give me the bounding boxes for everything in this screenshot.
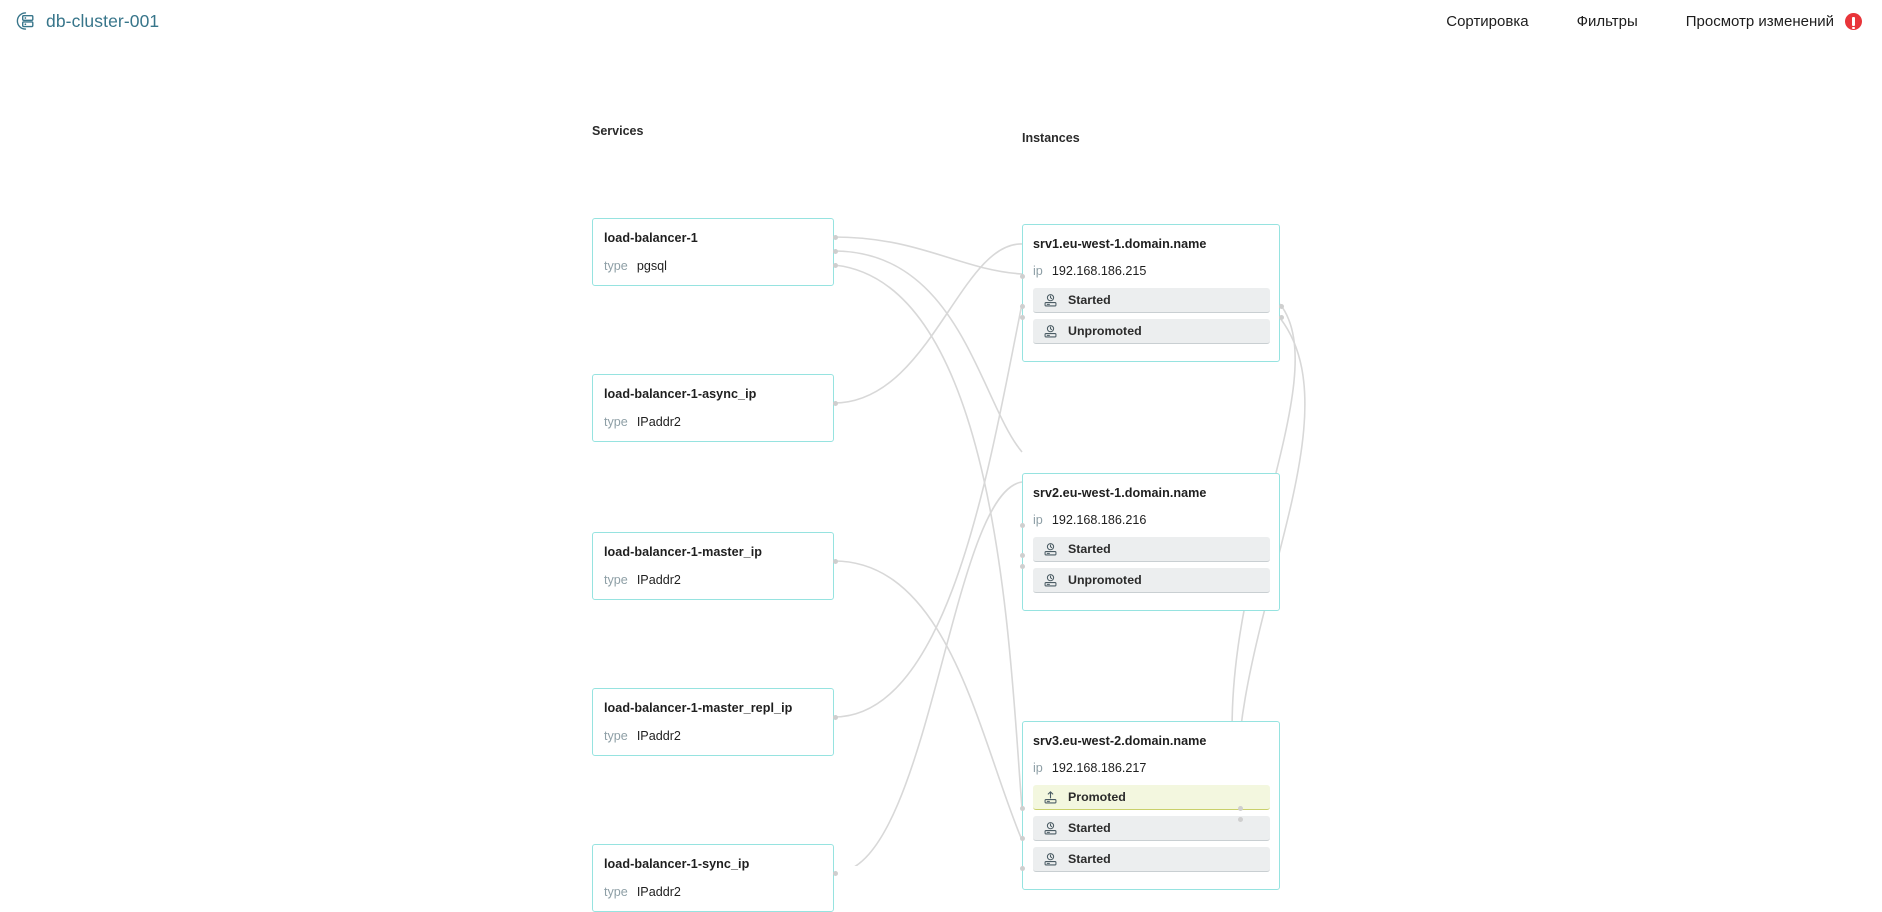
service-property-key: type bbox=[604, 885, 628, 899]
edge-anchor bbox=[833, 559, 838, 564]
instance-property-row: ip 192.168.186.215 bbox=[1033, 264, 1270, 278]
server-clock-icon bbox=[1044, 821, 1057, 834]
status-row-started[interactable]: Started bbox=[1033, 816, 1270, 841]
server-clock-icon bbox=[1044, 324, 1057, 337]
edge-anchor bbox=[833, 401, 838, 406]
instance-property-key: ip bbox=[1033, 264, 1043, 278]
edge-layer bbox=[833, 236, 1306, 866]
server-clock-icon bbox=[1044, 542, 1057, 555]
edge-anchor bbox=[1020, 304, 1025, 309]
alert-exclamation-icon[interactable] bbox=[1845, 12, 1862, 30]
instance-name: srv1.eu-west-1.domain.name bbox=[1033, 237, 1207, 251]
service-property-value: IPaddr2 bbox=[636, 415, 681, 429]
instance-property-row: ip 192.168.186.216 bbox=[1033, 513, 1270, 527]
instance-card[interactable]: srv2.eu-west-1.domain.name ip 192.168.18… bbox=[1020, 473, 1280, 611]
status-label: Started bbox=[1068, 542, 1111, 556]
nav-item-view-changes-group[interactable]: Просмотр изменений bbox=[1685, 12, 1862, 30]
service-property-row: type IPaddr2 bbox=[604, 573, 823, 587]
graph-canvas[interactable]: Services Instances load-balancer-1 type … bbox=[0, 42, 1882, 912]
status-row-started[interactable]: Started bbox=[1033, 537, 1270, 562]
nav-item-sorting[interactable]: Сортировка bbox=[1446, 12, 1529, 30]
edge-anchor bbox=[1020, 274, 1025, 279]
edge-anchor bbox=[833, 263, 838, 268]
service-name: load-balancer-1-sync_ip bbox=[604, 857, 750, 871]
instance-property-key: ip bbox=[1033, 761, 1043, 775]
status-label: Started bbox=[1068, 852, 1111, 866]
status-row-unpromoted[interactable]: Unpromoted bbox=[1033, 568, 1270, 593]
service-property-row: type IPaddr2 bbox=[604, 885, 823, 899]
service-property-value: IPaddr2 bbox=[636, 885, 681, 899]
edge-anchor bbox=[1020, 315, 1025, 320]
edge-anchor bbox=[833, 715, 838, 720]
service-property-value: IPaddr2 bbox=[636, 729, 681, 743]
instance-name: srv3.eu-west-2.domain.name bbox=[1033, 734, 1207, 748]
nav-item-filters[interactable]: Фильтры bbox=[1576, 12, 1638, 30]
edge-anchor bbox=[1279, 315, 1284, 320]
edge-anchor bbox=[1020, 806, 1025, 811]
service-card[interactable]: load-balancer-1-sync_ip type IPaddr2 bbox=[592, 844, 838, 912]
service-property-row: type IPaddr2 bbox=[604, 415, 823, 429]
edge-anchor bbox=[1279, 304, 1284, 309]
service-property-row: type IPaddr2 bbox=[604, 729, 823, 743]
service-name: load-balancer-1-master_ip bbox=[604, 545, 763, 559]
status-label: Unpromoted bbox=[1068, 573, 1142, 587]
top-navigation: Сортировка Фильтры Просмотр изменений bbox=[1446, 12, 1862, 30]
edge-anchor bbox=[833, 871, 838, 876]
service-property-key: type bbox=[604, 729, 628, 743]
status-row-started[interactable]: Started bbox=[1033, 288, 1270, 313]
server-up-arrow-icon bbox=[1044, 790, 1057, 803]
service-card[interactable]: load-balancer-1 type pgsql bbox=[592, 218, 838, 286]
service-property-value: IPaddr2 bbox=[636, 573, 681, 587]
service-name: load-balancer-1 bbox=[604, 231, 698, 245]
service-property-key: type bbox=[604, 259, 628, 273]
instance-name: srv2.eu-west-1.domain.name bbox=[1033, 486, 1207, 500]
status-row-unpromoted[interactable]: Unpromoted bbox=[1033, 319, 1270, 344]
service-card[interactable]: load-balancer-1-master_repl_ip type IPad… bbox=[592, 688, 838, 756]
server-clock-icon bbox=[1044, 852, 1057, 865]
edge-anchor bbox=[1020, 523, 1025, 528]
edge-anchor bbox=[1020, 866, 1025, 871]
edge-anchor bbox=[1020, 836, 1025, 841]
server-clock-icon bbox=[1044, 293, 1057, 306]
column-label-instances: Instances bbox=[1022, 131, 1080, 145]
service-property-key: type bbox=[604, 415, 628, 429]
service-property-value: pgsql bbox=[636, 259, 667, 273]
service-name: load-balancer-1-master_repl_ip bbox=[604, 701, 793, 715]
instance-property-key: ip bbox=[1033, 513, 1043, 527]
database-cluster-icon bbox=[16, 12, 34, 30]
instance-card[interactable]: srv1.eu-west-1.domain.name ip 192.168.18… bbox=[1020, 224, 1284, 362]
status-label: Unpromoted bbox=[1068, 324, 1142, 338]
edge-anchor bbox=[1020, 564, 1025, 569]
top-header-bar: db-cluster-001 Сортировка Фильтры Просмо… bbox=[0, 0, 1882, 42]
service-property-key: type bbox=[604, 573, 628, 587]
instance-property-value: 192.168.186.215 bbox=[1051, 264, 1147, 278]
status-row-started[interactable]: Started bbox=[1033, 847, 1270, 872]
status-label: Promoted bbox=[1068, 790, 1126, 804]
brand-home-link[interactable]: db-cluster-001 bbox=[14, 10, 159, 32]
page-title: db-cluster-001 bbox=[46, 10, 160, 31]
service-card[interactable]: load-balancer-1-async_ip type IPaddr2 bbox=[592, 374, 838, 442]
edge-anchor bbox=[833, 249, 838, 254]
instance-card[interactable]: srv3.eu-west-2.domain.name ip 192.168.18… bbox=[1020, 721, 1280, 890]
service-card[interactable]: load-balancer-1-master_ip type IPaddr2 bbox=[592, 532, 838, 600]
instance-property-value: 192.168.186.216 bbox=[1051, 513, 1147, 527]
service-property-row: type pgsql bbox=[604, 259, 823, 273]
instance-property-value: 192.168.186.217 bbox=[1051, 761, 1147, 775]
column-label-services: Services bbox=[592, 124, 644, 138]
nav-item-view-changes[interactable]: Просмотр изменений bbox=[1685, 12, 1834, 30]
server-clock-icon bbox=[1044, 573, 1057, 586]
status-label: Started bbox=[1068, 821, 1111, 835]
edge-anchor bbox=[833, 235, 838, 240]
service-name: load-balancer-1-async_ip bbox=[604, 387, 757, 401]
status-label: Started bbox=[1068, 293, 1111, 307]
status-row-promoted[interactable]: Promoted bbox=[1033, 785, 1270, 810]
instance-property-row: ip 192.168.186.217 bbox=[1033, 761, 1270, 775]
edge-anchor bbox=[1020, 553, 1025, 558]
